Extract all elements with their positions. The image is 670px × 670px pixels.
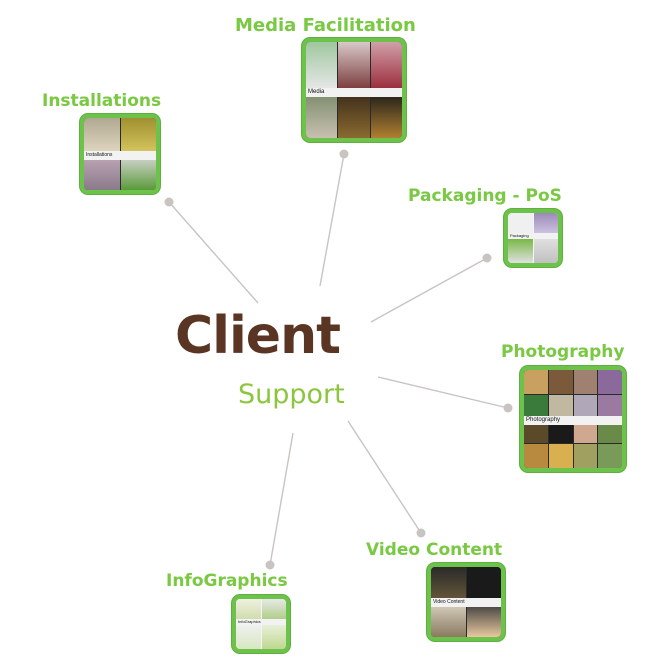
thumb-installations-caption: Installations [84,151,156,160]
thumb-photography-photo [548,370,573,394]
connector-photography [377,376,509,409]
thumb-media-caption: Media [306,88,402,97]
thumb-photography-photo [573,394,598,419]
thumb-installations-grid: Installations [84,118,156,190]
thumb-photography-photo [573,419,598,444]
connector-dot-video [416,528,426,538]
thumb-photography-photo [524,444,548,468]
node-label-media[interactable]: Media Facilitation [235,15,416,36]
connector-video [347,420,422,534]
thumb-media-photo [306,90,338,138]
thumb-photography-photo [524,394,548,419]
thumb-photography-grid: Photography [524,370,622,468]
connector-dot-media [339,149,349,159]
thumb-video-photo [431,602,466,637]
node-label-infographics[interactable]: InfoGraphics [166,571,288,591]
thumb-video[interactable]: Video Content [427,563,505,641]
connector-dot-infographics [265,560,275,570]
connector-packaging [370,257,488,323]
thumb-installations-photo [120,154,156,190]
thumb-media[interactable]: Media [302,38,406,142]
center-title: Client [175,306,341,366]
connector-dot-photography [503,403,513,413]
thumb-video-photo [431,567,466,602]
thumb-media-photo [306,42,338,90]
connector-dot-installations [164,197,174,207]
thumb-photography-photo [598,394,622,419]
thumb-installations-photo [120,118,156,154]
thumb-media-photo [370,90,402,138]
connector-installations [168,201,259,304]
thumb-infographics-photo [261,624,286,649]
thumb-installations-photo [84,118,120,154]
thumb-media-photo [370,42,402,90]
thumb-packaging-photo [508,238,533,263]
thumb-photography-photo [548,394,573,419]
center-subtitle: Support [238,379,345,410]
thumb-installations[interactable]: Installations [80,114,160,194]
thumb-video-photo [466,567,501,602]
thumb-video-photo [466,602,501,637]
thumb-packaging[interactable]: Packaging [504,209,562,267]
thumb-packaging-caption: Packaging [508,233,558,239]
thumb-photography-photo [598,419,622,444]
thumb-photography-photo [548,444,573,468]
node-label-video[interactable]: Video Content [366,540,503,560]
connector-dot-packaging [482,253,492,263]
thumb-packaging-grid: Packaging [508,213,558,263]
thumb-media-photo [338,90,370,138]
thumb-photography-photo [524,419,548,444]
thumb-infographics-grid: InfoGraphics [236,599,286,649]
thumb-media-photo [338,42,370,90]
thumb-infographics-caption: InfoGraphics [236,619,286,625]
thumb-infographics-photo [236,624,261,649]
node-label-packaging[interactable]: Packaging - PoS [408,186,562,206]
thumb-photography-photo [548,419,573,444]
thumb-photography-photo [598,444,622,468]
thumb-media-grid: Media [306,42,402,138]
node-label-photography[interactable]: Photography [501,342,625,362]
connector-infographics [269,432,294,566]
thumb-video-grid: Video Content [431,567,501,637]
thumb-infographics[interactable]: InfoGraphics [232,595,290,653]
thumb-photography-photo [573,444,598,468]
node-label-installations[interactable]: Installations [42,91,162,111]
thumb-photography-photo [524,370,548,394]
thumb-installations-photo [84,154,120,190]
thumb-packaging-photo [533,238,558,263]
thumb-photography-caption: Photography [524,416,622,425]
thumb-video-caption: Video Content [431,598,501,607]
connector-media [319,153,345,287]
thumb-photography[interactable]: Photography [520,366,626,472]
thumb-photography-photo [598,370,622,394]
thumb-photography-photo [573,370,598,394]
